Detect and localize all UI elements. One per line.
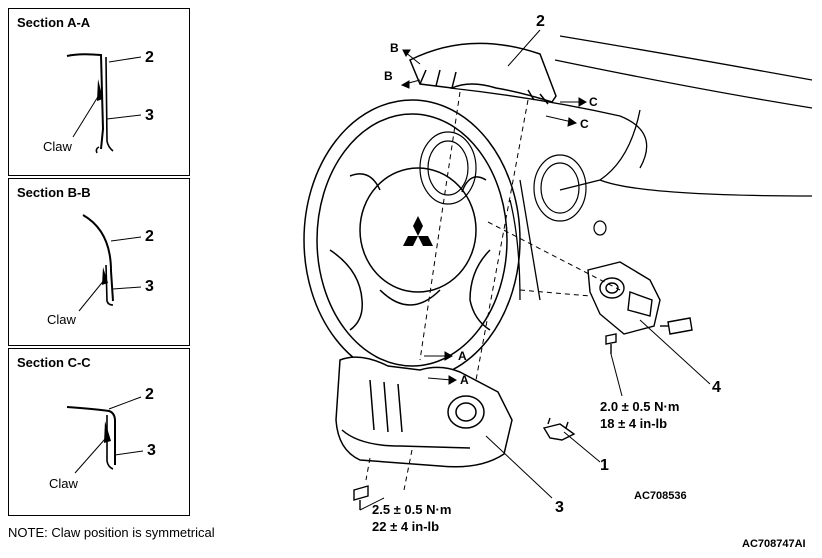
section-c-c-panel: Section C-C 2 3 Claw (8, 348, 190, 516)
switch-torque-imperial: 18 ± 4 in-lb (600, 416, 668, 431)
section-b-b-claw-label: Claw (47, 312, 76, 327)
inner-figure-code: AC708536 (634, 490, 687, 502)
dashboard-outline (449, 35, 813, 301)
view-letter-a-upper: A (458, 349, 467, 363)
ignition-switch (587, 261, 693, 335)
section-c-c-claw-label: Claw (49, 476, 78, 491)
section-b-b-drawing (78, 214, 142, 312)
bracket (542, 417, 576, 441)
guide-lines (365, 91, 621, 491)
part-label-4: 4 (712, 379, 721, 396)
leader-lines (359, 29, 711, 511)
section-b-b-label-2: 2 (145, 228, 154, 245)
emblem-icon (403, 216, 433, 246)
switch-screw (605, 333, 617, 354)
section-c-c-label-3: 3 (147, 442, 156, 459)
part-label-3: 3 (555, 499, 564, 516)
view-letter-b-lower: B (384, 69, 393, 83)
section-b-b-title: Section B-B (17, 185, 91, 200)
view-letter-c-upper: C (589, 95, 598, 109)
section-b-b-label-3: 3 (145, 278, 154, 295)
section-a-a-title: Section A-A (17, 15, 91, 30)
section-c-c-drawing (66, 396, 144, 474)
section-a-a-drawing (66, 53, 142, 154)
section-c-c-label-2: 2 (145, 386, 154, 403)
switch-torque-spec: 2.0 ± 0.5 N·m 18 ± 4 in-lb (600, 398, 679, 432)
cover-torque-spec: 2.5 ± 0.5 N·m 22 ± 4 in-lb (372, 501, 451, 535)
view-arrows (400, 49, 588, 385)
lower-column-cover (335, 356, 513, 468)
claw-note: NOTE: Claw position is symmetrical (8, 525, 215, 540)
cover-torque-metric: 2.5 ± 0.5 N·m (372, 502, 452, 517)
part-label-1: 1 (600, 457, 609, 474)
section-a-a-panel: Section A-A 2 3 Claw (8, 8, 190, 176)
view-letter-b-upper: B (390, 41, 399, 55)
view-letter-a-lower: A (460, 373, 469, 387)
section-c-c-title: Section C-C (17, 355, 91, 370)
switch-torque-metric: 2.0 ± 0.5 N·m (600, 399, 680, 414)
part-label-2: 2 (536, 13, 545, 30)
steering-wheel (303, 99, 521, 381)
cover-torque-imperial: 22 ± 4 in-lb (372, 519, 440, 534)
cover-screw (353, 485, 369, 510)
section-a-a-label-3: 3 (145, 107, 154, 124)
section-b-b-panel: Section B-B 2 3 Claw (8, 178, 190, 346)
view-letter-c-lower: C (580, 117, 589, 131)
section-a-a-label-2: 2 (145, 49, 154, 66)
upper-column-cover (409, 42, 557, 105)
outer-figure-code: AC708747AI (742, 538, 806, 550)
section-a-a-claw-label: Claw (43, 139, 72, 154)
